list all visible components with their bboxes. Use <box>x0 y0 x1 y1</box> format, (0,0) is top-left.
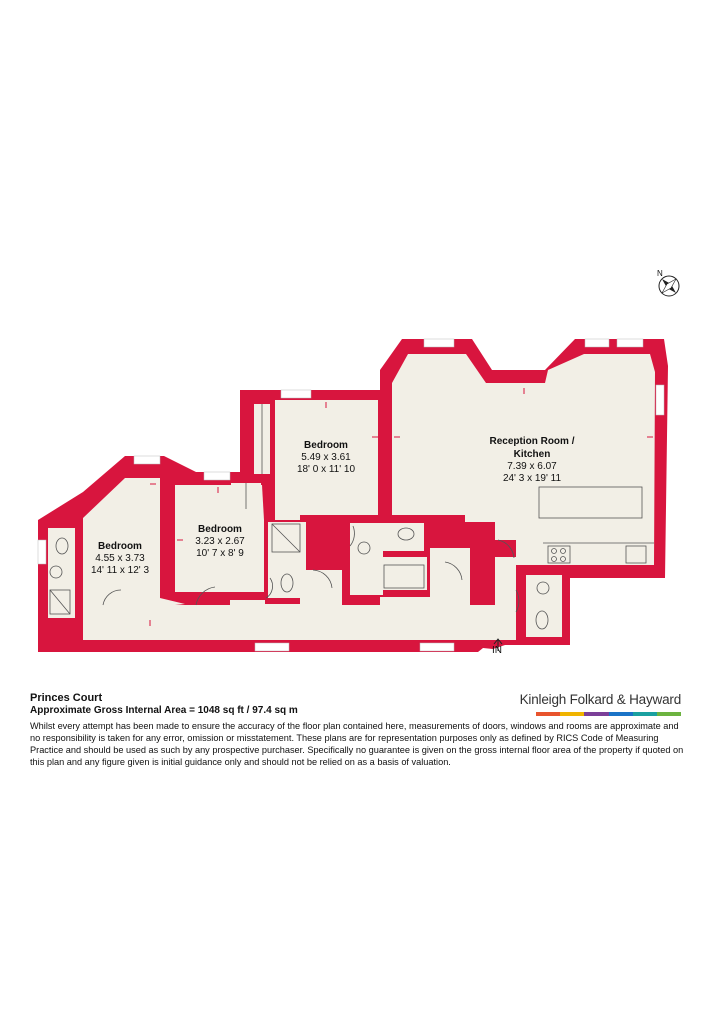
sink-icon <box>625 545 647 564</box>
toilet-icon <box>397 527 415 541</box>
window <box>423 338 455 348</box>
shower-icon <box>271 523 301 553</box>
bathroom-floor <box>350 523 424 551</box>
room-metric: 5.49 x 3.61 <box>301 452 351 463</box>
brand-color-segment <box>560 712 585 716</box>
door-swing <box>195 586 216 606</box>
window <box>584 338 610 348</box>
window <box>419 642 455 652</box>
window <box>280 389 312 399</box>
hob-icon <box>547 545 571 564</box>
hob-ring <box>551 548 557 554</box>
room-imperial: 10' 7 x 8' 9 <box>196 548 244 559</box>
room-label-reception: Reception Room / Kitchen 7.39 x 6.07 24'… <box>489 436 574 484</box>
room-imperial: 24' 3 x 19' 11 <box>503 473 562 484</box>
basin-icon <box>49 565 63 579</box>
bathroom-floor-c <box>350 551 383 595</box>
brand-color-segment <box>632 712 657 716</box>
gross-internal-area: Approximate Gross Internal Area = 1048 s… <box>30 705 298 716</box>
closet-a <box>437 562 463 600</box>
bedroom-1-floor <box>275 400 378 520</box>
door-swing <box>497 539 515 559</box>
hallway-floor <box>83 548 516 640</box>
window <box>254 642 290 652</box>
disclaimer-text: Whilst every attempt has been made to en… <box>30 721 684 767</box>
hob-ring <box>551 556 557 562</box>
door-swing <box>444 561 463 581</box>
brand-color-segment <box>536 712 561 716</box>
shower-line <box>271 523 301 553</box>
room-name: Kitchen <box>514 449 551 460</box>
shower-icon <box>49 589 71 615</box>
entrance-arrow-icon <box>493 638 503 651</box>
brand-color-segment <box>608 712 633 716</box>
basin-icon <box>357 541 371 555</box>
entrance-label: IN <box>492 645 502 656</box>
brand-color-segment <box>656 712 682 716</box>
basin-icon <box>536 581 550 595</box>
room-label-bedroom-1: Bedroom 5.49 x 3.61 18' 0 x 11' 10 <box>297 440 356 475</box>
brand-logo: Kinleigh Folkard & Hayward <box>519 692 682 707</box>
bath-icon <box>383 564 425 589</box>
room-name: Bedroom <box>98 541 142 552</box>
windows <box>37 338 665 652</box>
window <box>37 539 47 565</box>
room-metric: 3.23 x 2.67 <box>195 536 245 547</box>
hob-ring <box>560 556 566 562</box>
room-metric: 7.39 x 6.07 <box>507 461 557 472</box>
window <box>655 384 665 416</box>
brand-color-segment <box>584 712 609 716</box>
compass-icon <box>658 275 680 297</box>
floor-areas <box>48 354 655 640</box>
room-metric: 4.55 x 3.73 <box>95 553 145 564</box>
window <box>133 455 161 465</box>
shower-line <box>49 589 71 615</box>
wc-floor <box>526 575 562 637</box>
door-swing <box>265 577 273 599</box>
kitchen-island <box>538 486 643 519</box>
toilet-icon <box>535 610 549 630</box>
property-name: Princes Court <box>30 692 103 704</box>
room-name: Bedroom <box>198 524 242 535</box>
bedroom-2-floor <box>175 485 264 592</box>
room-label-bedroom-2: Bedroom 3.23 x 2.67 10' 7 x 8' 9 <box>195 524 245 559</box>
toilet-icon <box>55 537 69 555</box>
room-label-bedroom-3: Bedroom 4.55 x 3.73 14' 11 x 12' 3 <box>91 541 150 576</box>
compass-label: N <box>657 269 663 278</box>
room-name: Bedroom <box>304 440 348 451</box>
brand-color-bar <box>536 712 682 716</box>
door-swing <box>515 589 520 613</box>
room-imperial: 14' 11 x 12' 3 <box>91 565 150 576</box>
door-swing <box>349 525 355 547</box>
window <box>203 471 231 481</box>
fixtures <box>49 404 654 630</box>
door-swing <box>312 569 333 589</box>
toilet-icon <box>280 573 294 593</box>
hob-ring <box>560 548 566 554</box>
window <box>616 338 644 348</box>
bedroom-3-floor <box>83 478 185 605</box>
ensuite-3-floor <box>48 528 75 618</box>
room-imperial: 18' 0 x 11' 10 <box>297 464 356 475</box>
door-swing <box>102 589 122 606</box>
dimension-ticks <box>149 388 653 626</box>
bathroom-floor-b <box>383 557 427 590</box>
room-name: Reception Room / <box>489 436 574 447</box>
